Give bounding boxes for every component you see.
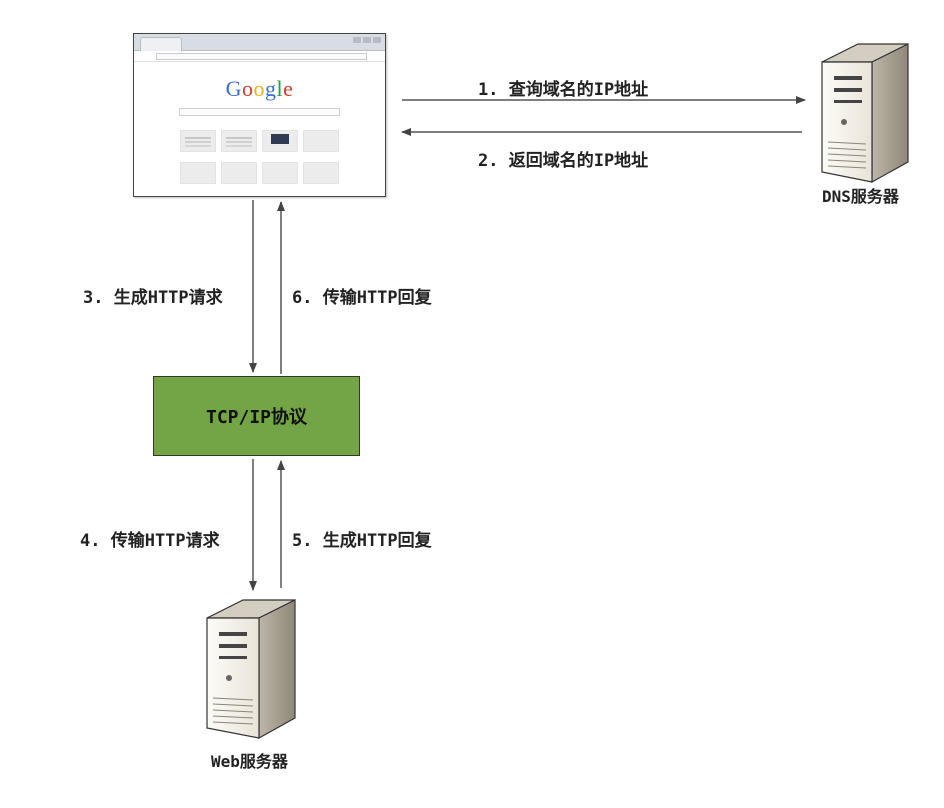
thumbnail bbox=[262, 130, 298, 152]
browser-tab bbox=[140, 37, 182, 51]
step-3-label: 3. 生成HTTP请求 bbox=[83, 288, 223, 308]
step-1-label: 1. 查询域名的IP地址 bbox=[478, 80, 649, 100]
tcp-ip-protocol-box: TCP/IP协议 bbox=[153, 376, 360, 456]
step-6-label: 6. 传输HTTP回复 bbox=[292, 288, 432, 308]
google-logo: Google bbox=[225, 76, 294, 101]
web-server-icon bbox=[206, 599, 296, 740]
google-search-box bbox=[179, 108, 340, 116]
step-5-label: 5. 生成HTTP回复 bbox=[292, 531, 432, 551]
thumbnail bbox=[221, 130, 257, 152]
browser-titlebar bbox=[134, 34, 385, 51]
thumbnail bbox=[180, 162, 216, 184]
thumbnail bbox=[262, 162, 298, 184]
thumbnail bbox=[303, 162, 339, 184]
address-bar bbox=[156, 53, 367, 60]
window-controls bbox=[353, 37, 381, 43]
dns-server-label: DNS服务器 bbox=[822, 187, 899, 206]
dns-server-icon bbox=[821, 43, 909, 184]
thumbnail bbox=[303, 130, 339, 152]
web-server-label: Web服务器 bbox=[211, 752, 288, 771]
thumbnail bbox=[221, 162, 257, 184]
step-2-label: 2. 返回域名的IP地址 bbox=[478, 151, 649, 171]
thumbnail-grid bbox=[180, 130, 339, 184]
browser-toolbar bbox=[134, 51, 385, 62]
browser-window: Google bbox=[133, 33, 386, 197]
thumbnail bbox=[180, 130, 216, 152]
step-4-label: 4. 传输HTTP请求 bbox=[80, 531, 220, 551]
tcp-ip-label: TCP/IP协议 bbox=[205, 407, 308, 428]
